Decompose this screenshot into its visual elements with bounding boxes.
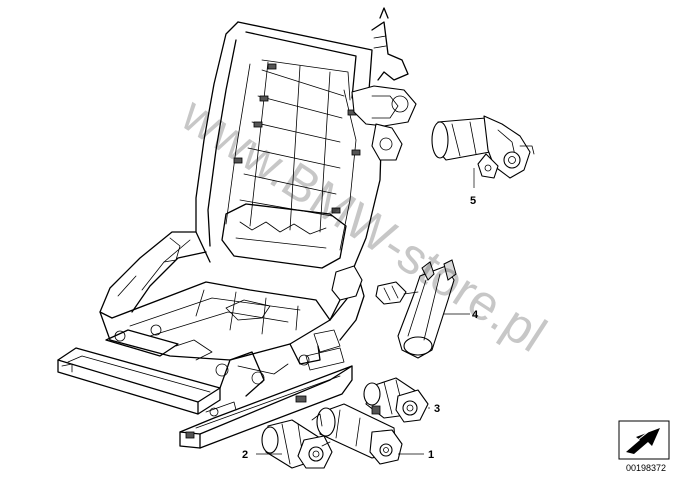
callout-3: 3 bbox=[434, 403, 440, 415]
reference-number: 00198372 bbox=[625, 463, 667, 473]
part-2-gear-motor bbox=[256, 419, 333, 469]
callout-2: 2 bbox=[242, 449, 248, 461]
part-5-recliner-motor bbox=[431, 115, 535, 188]
seat-frame bbox=[57, 7, 417, 449]
callout-1: 1 bbox=[428, 449, 434, 461]
part-1-long-motor bbox=[311, 403, 424, 465]
direction-arrow-icon bbox=[618, 420, 670, 460]
part-4-seat-motor bbox=[375, 259, 470, 359]
callout-5: 5 bbox=[470, 195, 476, 207]
callout-4: 4 bbox=[472, 309, 479, 321]
part-3-small-motor bbox=[363, 377, 430, 423]
